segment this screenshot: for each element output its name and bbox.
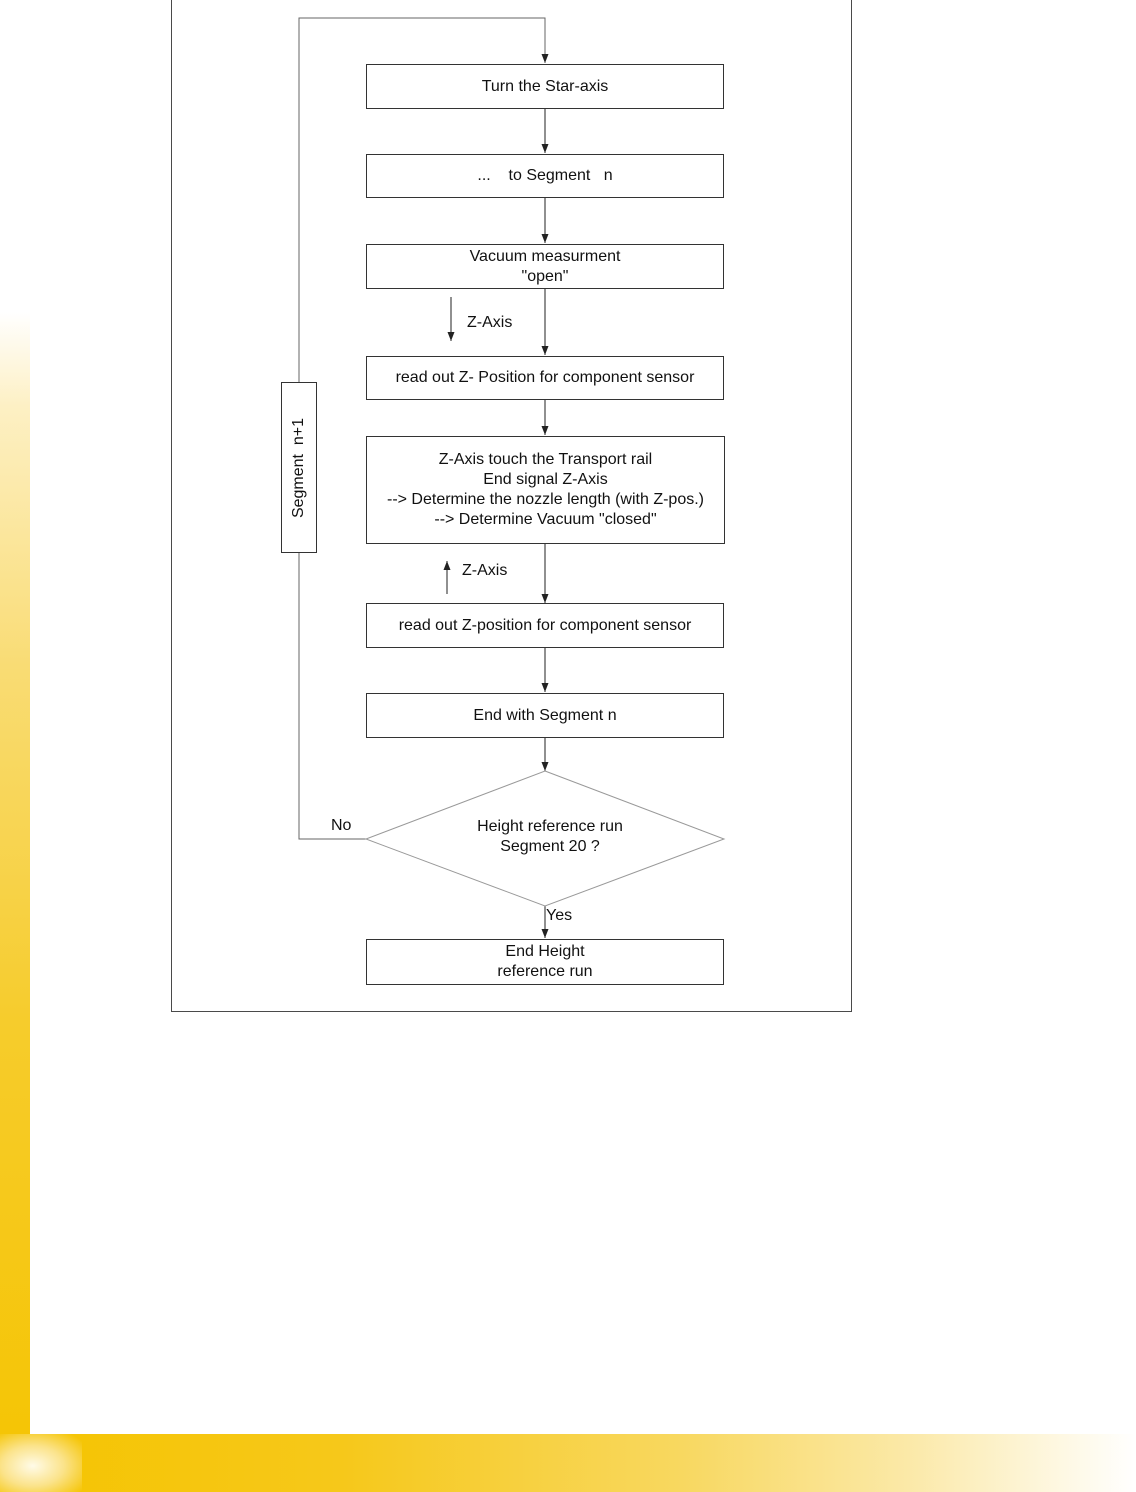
step-text: ... to Segment n xyxy=(477,167,613,184)
step-text: Z-Axis touch the Transport rail xyxy=(438,451,653,468)
step-text: --> Determine Vacuum "closed" xyxy=(434,511,657,528)
step-text: Turn the Star-axis xyxy=(481,77,609,95)
step-read-z-position: read out Z- Position for component senso… xyxy=(366,356,724,400)
loop-segment-label: Segment n+1 xyxy=(290,417,307,518)
decision-text: Height reference run Segment 20 ? xyxy=(420,817,680,857)
step-text: reference run xyxy=(497,963,593,980)
step-text: Vacuum measurment xyxy=(469,247,621,265)
step-text: "open" xyxy=(521,267,569,285)
yes-label: Yes xyxy=(546,907,573,924)
step-read-z-position-2: read out Z-position for component sensor xyxy=(366,603,724,648)
left-decorative-band xyxy=(0,312,30,1492)
step-z-axis-touch: Z-Axis touch the Transport rail End sign… xyxy=(366,436,725,544)
bottom-decorative-band xyxy=(0,1434,1136,1492)
decision-line: Segment 20 ? xyxy=(500,838,600,855)
loop-back-line xyxy=(298,17,549,840)
step-vacuum-measurement: Vacuum measurment "open" xyxy=(366,244,724,289)
step-text: read out Z- Position for component senso… xyxy=(395,369,695,386)
no-label: No xyxy=(331,817,352,834)
z-axis-up-label: Z-Axis xyxy=(462,562,508,579)
decision-line: Height reference run xyxy=(477,818,623,835)
step-text: End Height xyxy=(505,943,585,960)
corner-glow xyxy=(0,1434,82,1492)
step-text: --> Determine the nozzle length (with Z-… xyxy=(386,491,704,508)
step-text: End with Segment n xyxy=(473,706,617,724)
decision-diamond xyxy=(364,770,726,907)
step-text: read out Z-position for component sensor xyxy=(398,616,692,634)
step-text: End signal Z-Axis xyxy=(483,471,608,488)
step-to-segment-n: ... to Segment n xyxy=(366,154,724,198)
z-axis-down-label: Z-Axis xyxy=(467,314,513,331)
step-turn-star-axis: Turn the Star-axis xyxy=(366,64,724,109)
loop-segment-box: Segment n+1 xyxy=(281,382,317,553)
step-end-with-segment: End with Segment n xyxy=(366,693,724,738)
step-end-height-reference: End Height reference run xyxy=(366,939,724,985)
